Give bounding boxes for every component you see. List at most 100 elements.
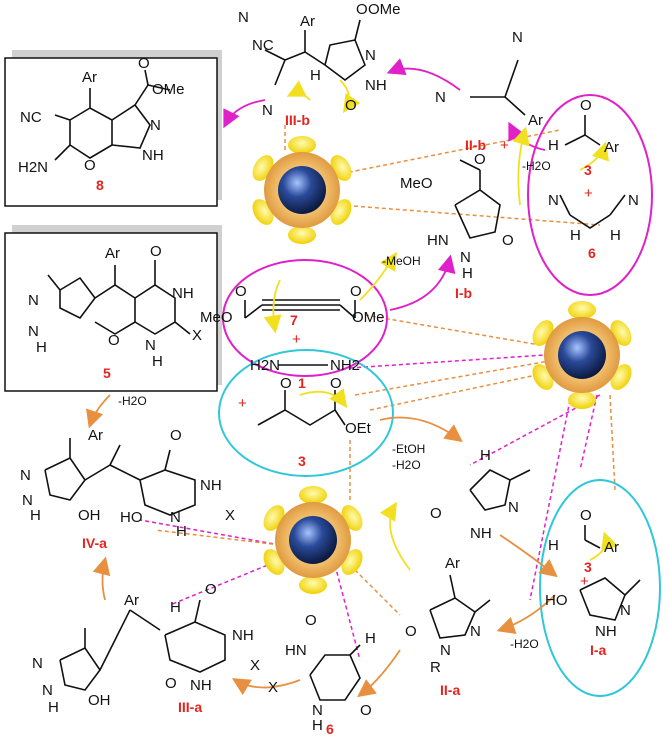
iiib-nh: NH (365, 77, 387, 94)
c5-ar: Ar (105, 245, 120, 262)
c8-o: O (138, 55, 150, 72)
c8-n: N (150, 117, 161, 134)
pz-h: H (480, 447, 491, 464)
catalyst-bottom (263, 486, 363, 594)
label-compound-3: 3 (298, 453, 306, 469)
c6-h2: H (312, 717, 323, 734)
catalyst-top (252, 136, 352, 244)
minus-h2o-top: -H2O (522, 159, 551, 173)
label-intermediate-IIIb: III-b (285, 112, 310, 128)
pz-n: N (508, 499, 519, 516)
r6-h2: H (610, 227, 621, 244)
iiia-o-top: O (205, 581, 217, 598)
ia3-h: H (548, 537, 559, 554)
label-compound-8: 8 (96, 177, 104, 193)
c5-nh-top: NH (172, 285, 194, 302)
product-box-5 (4, 225, 222, 392)
c6-h: H (365, 630, 376, 647)
c6-hn: HN (285, 642, 307, 659)
label-intermediate-Ia: I-a (590, 642, 607, 658)
iiia-nh: NH (232, 627, 254, 644)
ib-meo: MeO (400, 175, 433, 192)
ia-ho: HO (545, 592, 568, 609)
iva-x: X (225, 507, 235, 524)
ia3-o: O (580, 507, 592, 524)
iia-o: O (405, 623, 417, 640)
iia-n1: N (470, 623, 481, 640)
pz-nh: NH (470, 525, 492, 542)
c6-o-top: O (305, 612, 317, 629)
c5-x: X (192, 327, 202, 344)
iiib-n3: N (365, 47, 376, 64)
c8-nh: NH (142, 147, 164, 164)
c8-h2n: H2N (18, 159, 48, 176)
c5-h: H (36, 339, 47, 356)
iiia-h2: H (48, 699, 59, 716)
ellipse-reagent-3 (218, 349, 394, 477)
ia-nh: NH (595, 623, 617, 640)
ia-n: N (620, 602, 631, 619)
c3-o-left: O (280, 375, 292, 392)
iva-n2: N (22, 492, 33, 509)
bonds (44, 19, 641, 701)
ellipse-intermediate-Ia (539, 479, 661, 697)
c5-h-bottom: H (152, 353, 163, 370)
c7-o-right: O (350, 283, 362, 300)
iiia-ar: Ar (124, 592, 139, 609)
minus-etoh: -EtOH (392, 442, 425, 456)
reaction-arrows (86, 58, 619, 698)
r3-o: O (580, 97, 592, 114)
iiib-ome: OMe (368, 1, 401, 18)
c5-o-ring: O (108, 332, 120, 349)
label-intermediate-IIIa: III-a (178, 699, 202, 715)
iiib-o: O (356, 1, 368, 18)
label-compound-5: 5 (103, 365, 111, 381)
ia3-ar: Ar (604, 539, 619, 556)
iiia-x: X (250, 657, 260, 674)
c3-o-right: O (330, 375, 342, 392)
iva-n1: N (20, 467, 31, 484)
r6-n1: N (548, 192, 559, 209)
label-intermediate-IIa: II-a (440, 682, 460, 698)
c6-o-bottom: O (360, 702, 372, 719)
label-intermediate-Ib: I-b (455, 285, 472, 301)
c5-n-bottom: N (145, 337, 156, 354)
label-intermediate-IVa: IV-a (82, 535, 107, 551)
minus-h2o-center: -H2O (392, 458, 421, 472)
iib-n1: N (512, 29, 523, 46)
iiib-n1: N (238, 9, 249, 26)
minus-h2o-right: -H2O (510, 637, 539, 651)
c5-n2: N (28, 323, 39, 340)
iib-ar: Ar (528, 112, 543, 129)
iva-ho: HO (120, 509, 143, 526)
ib-o2: O (502, 232, 514, 249)
plus-3-6: + (584, 185, 593, 202)
c1-nh2: NH2 (330, 357, 360, 374)
iiia-o-bottom: O (165, 675, 177, 692)
plus-1-3: + (238, 395, 247, 412)
r6-n2: N (628, 192, 639, 209)
minus-h2o-left: -H2O (118, 394, 147, 408)
label-compound-6-bottom: 6 (326, 721, 334, 737)
iiia-oh: OH (88, 692, 111, 709)
label-compound-7: 7 (290, 312, 298, 328)
ib-n: N (460, 249, 471, 266)
pz-o: O (430, 505, 442, 522)
iva-ar: Ar (88, 427, 103, 444)
c5-n: N (28, 292, 39, 309)
label-reagent-3-bottom: 3 (584, 559, 592, 575)
label-compound-1: 1 (298, 375, 306, 391)
ib-hn: HN (427, 232, 449, 249)
iiib-c1: NC (252, 37, 274, 54)
label-reagent-6-top: 6 (588, 245, 596, 261)
c5-o: O (150, 243, 162, 260)
iva-h: H (30, 507, 41, 524)
iva-n3: N (170, 509, 181, 526)
iva-oh1: OH (78, 507, 101, 524)
iva-o: O (170, 427, 182, 444)
iva-h2: H (176, 523, 187, 540)
c8-o-ring: O (84, 157, 96, 174)
c7-o-left: O (235, 283, 247, 300)
dashed-interactions (139, 125, 616, 661)
ib-o: O (474, 151, 486, 168)
